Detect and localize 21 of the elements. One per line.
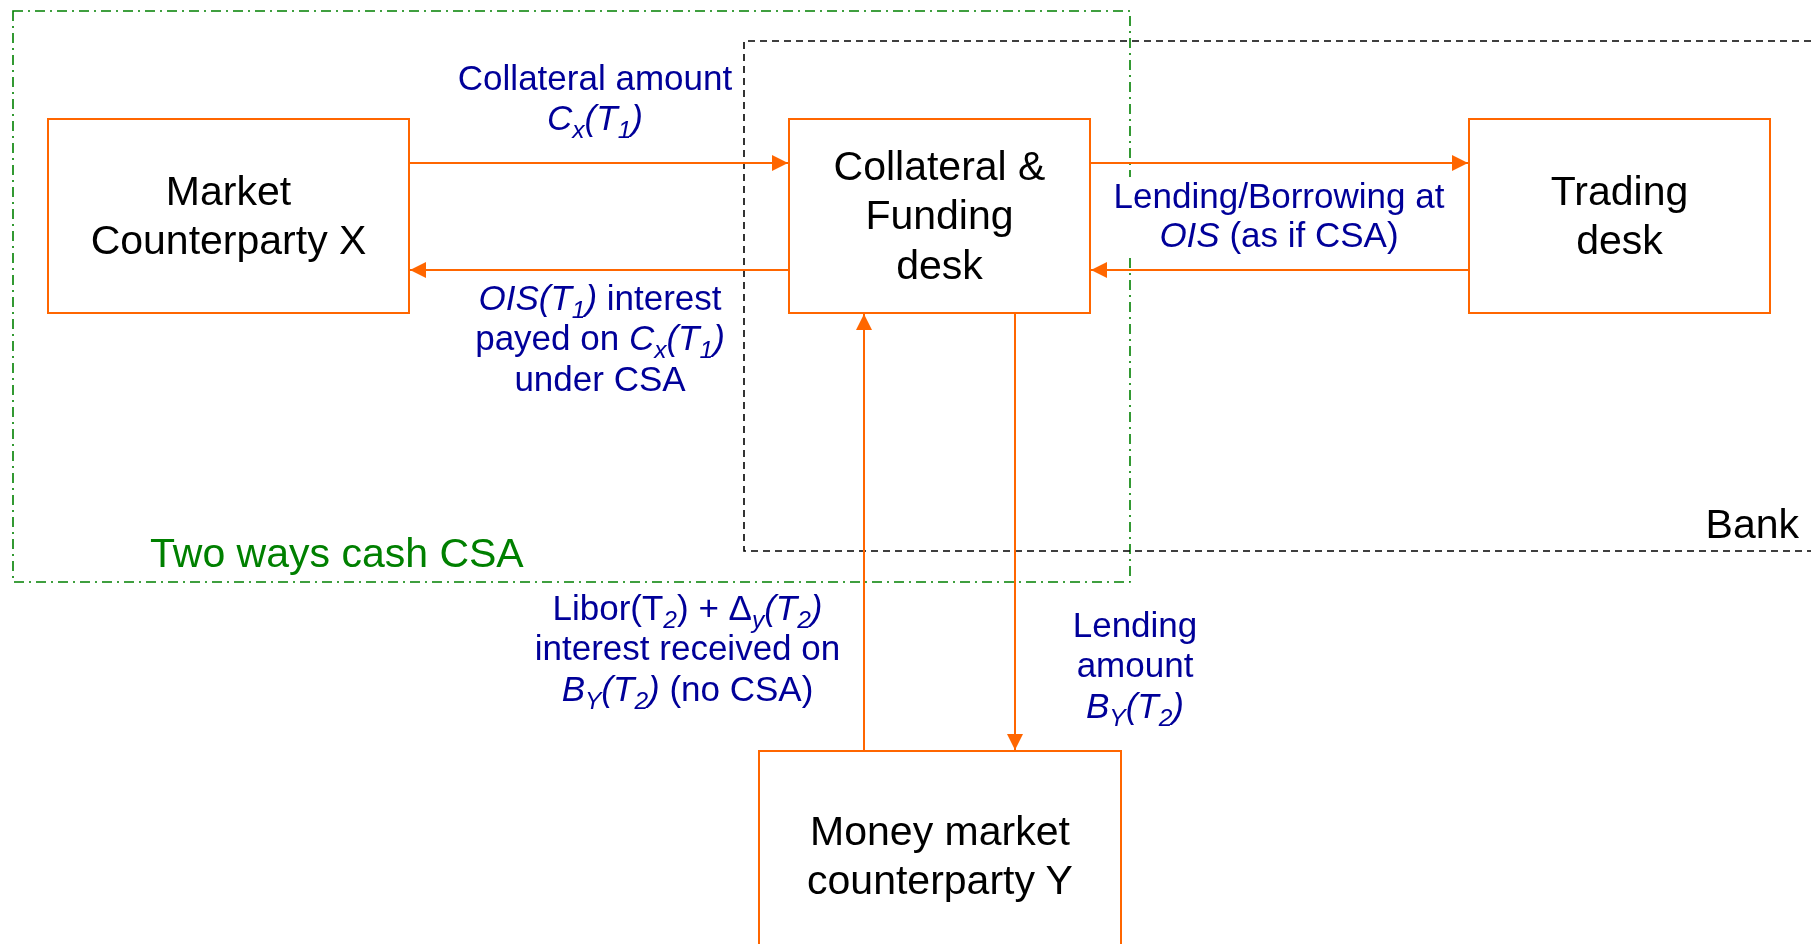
entity-box bbox=[47, 118, 410, 314]
entity-name: Trading desk bbox=[1549, 166, 1690, 265]
entity-name: Collateral & Funding desk bbox=[832, 142, 1047, 290]
edge-label: Collateral amount C$_{x}$(T$_{1}$) bbox=[456, 58, 734, 139]
arrow bbox=[409, 262, 789, 278]
entity-box bbox=[758, 750, 1122, 944]
region-label: Bank bbox=[1705, 501, 1799, 548]
edge-label: Lending amount B$_{Y}$(T$_{2}$) bbox=[1071, 605, 1199, 726]
entity-box bbox=[1468, 118, 1771, 314]
entity-name: Money market counterparty Y bbox=[806, 806, 1074, 905]
arrow bbox=[1090, 262, 1469, 278]
arrow bbox=[856, 313, 872, 751]
edge-label: Libor(T$_{2}$) + Δ$_{y}$(T$_{2}$) interest received on B$_{Y}$(T$_{2}$) (no CSA) bbox=[533, 588, 842, 709]
bank-region-frame bbox=[743, 40, 1811, 552]
arrow bbox=[1090, 155, 1469, 171]
arrow bbox=[409, 155, 789, 171]
arrow bbox=[1007, 313, 1023, 751]
entity-box bbox=[788, 118, 1091, 314]
entity-name: Market Counterparty X bbox=[89, 166, 368, 265]
region-label: Two ways cash CSA bbox=[150, 530, 524, 577]
edge-label: OIS(T$_{1}$) interest payed on C$_{x}$(T$_{1}$) under CSA bbox=[474, 278, 726, 399]
